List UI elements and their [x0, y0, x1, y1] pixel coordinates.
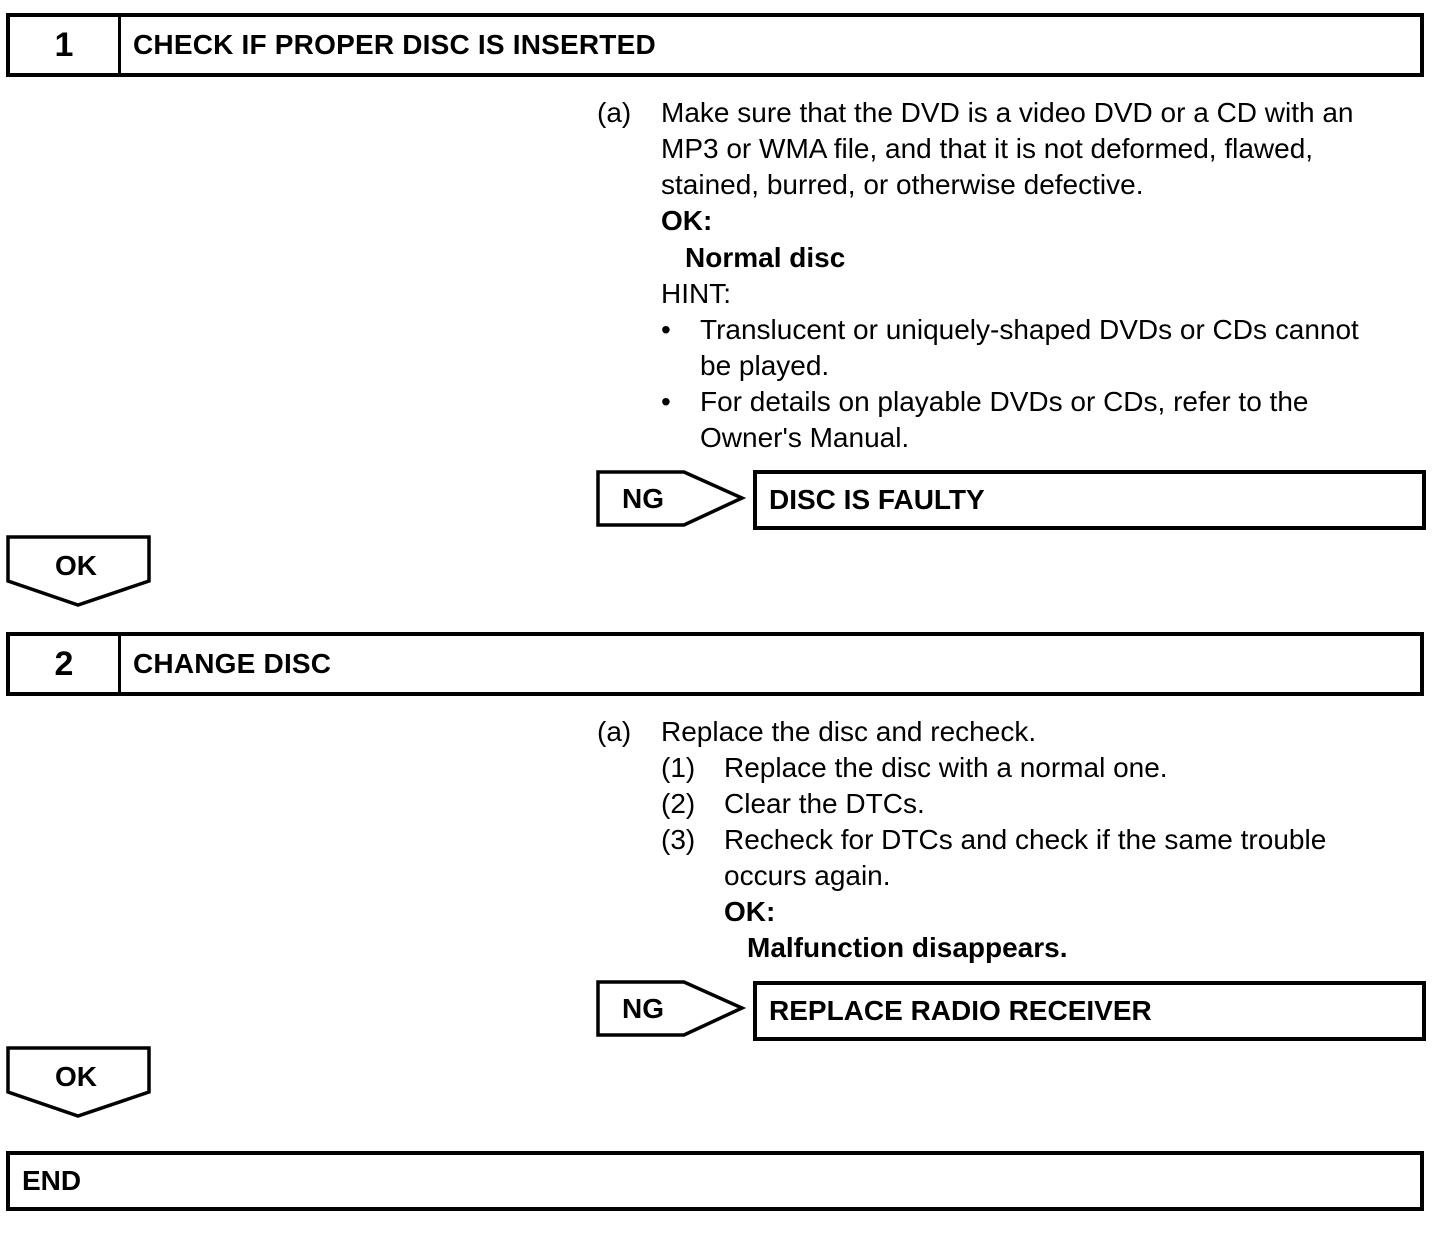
- hint-bullet-line: be played.: [700, 350, 830, 381]
- item-text-line: Make sure that the DVD is a video DVD or…: [661, 97, 1354, 128]
- subitem-text: Replace the disc with a normal one.: [724, 752, 1168, 783]
- step-number: 1: [10, 17, 121, 73]
- ng-result-box: DISC IS FAULTY: [753, 470, 1426, 530]
- step-title: CHANGE DISC: [133, 648, 332, 679]
- ok-arrow: OK: [6, 1046, 151, 1118]
- ok-criteria-label: OK:: [661, 205, 713, 236]
- bullet-symbol: •: [661, 386, 671, 417]
- ng-label: NG: [622, 483, 664, 514]
- item-text: Replace the disc and recheck.: [661, 716, 1037, 747]
- end-box: END: [6, 1151, 1424, 1211]
- item-text-line: stained, burred, or otherwise defective.: [661, 169, 1144, 200]
- ng-arrow: NG: [596, 980, 747, 1037]
- subitem-label: (2): [661, 788, 696, 819]
- subitem-text: Recheck for DTCs and check if the same t…: [724, 824, 1327, 855]
- ok-label: OK: [55, 1061, 97, 1092]
- bullet-symbol: •: [661, 314, 671, 345]
- ok-arrow: OK: [6, 535, 151, 607]
- step-2-header: 2 CHANGE DISC: [6, 632, 1424, 696]
- hint-label: HINT:: [661, 278, 731, 309]
- ng-label: NG: [622, 993, 664, 1024]
- ng-arrow: NG: [596, 470, 747, 527]
- hint-bullet-line: For details on playable DVDs or CDs, ref…: [700, 386, 1309, 417]
- step-title: CHECK IF PROPER DISC IS INSERTED: [133, 29, 656, 60]
- ok-criteria-label: OK:: [724, 896, 776, 927]
- step-number: 2: [10, 636, 121, 692]
- hint-bullet-line: Owner's Manual.: [700, 422, 910, 453]
- ok-criteria-value: Malfunction disappears.: [747, 932, 1068, 963]
- subitem-label: (1): [661, 752, 696, 783]
- item-label: (a): [597, 716, 632, 747]
- item-text-line: MP3 or WMA file, and that it is not defo…: [661, 133, 1314, 164]
- ok-label: OK: [55, 550, 97, 581]
- subitem-text: occurs again.: [724, 860, 891, 891]
- hint-bullet-line: Translucent or uniquely-shaped DVDs or C…: [700, 314, 1359, 345]
- ng-result-box: REPLACE RADIO RECEIVER: [753, 981, 1426, 1041]
- step-1-header: 1 CHECK IF PROPER DISC IS INSERTED: [6, 13, 1424, 77]
- item-label: (a): [597, 97, 632, 128]
- ok-criteria-value: Normal disc: [685, 242, 846, 273]
- subitem-text: Clear the DTCs.: [724, 788, 925, 819]
- subitem-label: (3): [661, 824, 696, 855]
